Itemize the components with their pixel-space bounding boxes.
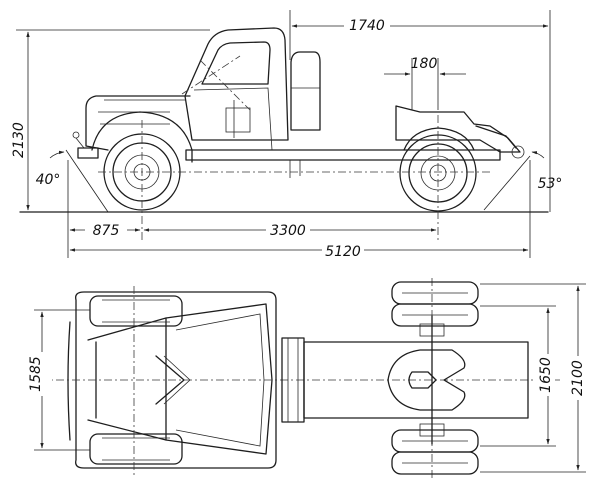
dim-cab-to-fifth-wheel: 1740 bbox=[349, 18, 385, 34]
dim-fifth-wheel-offset: 180 bbox=[411, 56, 438, 72]
front-fender bbox=[91, 111, 193, 163]
dim-rear-track: 1650 bbox=[538, 357, 554, 393]
dim-departure-angle: 53° bbox=[538, 176, 563, 192]
front-bumper bbox=[77, 147, 99, 159]
frame-rail bbox=[185, 149, 501, 161]
dim-front-track: 1585 bbox=[28, 356, 44, 392]
seat bbox=[290, 51, 321, 131]
dim-wheelbase: 3300 bbox=[270, 223, 306, 239]
plan-cab-roof bbox=[165, 303, 273, 455]
dim-overall-width: 2100 bbox=[570, 360, 586, 396]
plan-cab-outline bbox=[75, 291, 277, 469]
dim-overall-length: 5120 bbox=[325, 244, 361, 260]
dim-front-overhang: 875 bbox=[93, 223, 120, 239]
cab-window bbox=[201, 41, 271, 85]
fifth-wheel bbox=[395, 105, 521, 153]
plan-fifth-wheel bbox=[387, 349, 466, 411]
cab-outline bbox=[184, 27, 289, 141]
plan-view: 1585 1650 2100 bbox=[28, 278, 586, 480]
plan-front-wheels bbox=[89, 295, 183, 465]
hood bbox=[85, 95, 191, 151]
plan-frame bbox=[303, 341, 529, 419]
dim-overall-height: 2130 bbox=[11, 122, 27, 158]
dim-approach-angle: 40° bbox=[36, 172, 61, 188]
side-view: 2130 1740 180 40° 53° 875 3300 5120 bbox=[11, 10, 562, 260]
plan-rear-wheels bbox=[391, 281, 479, 475]
